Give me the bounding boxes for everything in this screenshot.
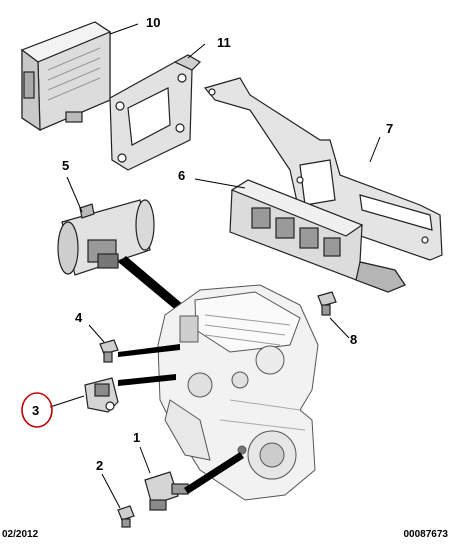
footer-reference-code: 00087673 — [403, 529, 449, 540]
part-8-bolt — [317, 291, 337, 316]
part-3-highlight-circle — [21, 392, 53, 428]
callout-6: 6 — [178, 168, 185, 183]
pointer-3 — [118, 374, 176, 386]
part-6-electronic-module — [229, 179, 406, 293]
callout-10: 10 — [146, 15, 160, 30]
callout-7: 7 — [386, 121, 393, 136]
part-10-ecu-housing — [20, 21, 112, 132]
part-3-camshaft-sensor — [84, 377, 119, 413]
callout-5: 5 — [62, 158, 69, 173]
engine-assembly — [157, 284, 319, 501]
callout-8: 8 — [350, 332, 357, 347]
part-4-screw — [99, 339, 119, 363]
pointer-1 — [184, 452, 244, 494]
callout-1: 1 — [133, 430, 140, 445]
callout-4: 4 — [75, 310, 83, 325]
footer-date: 02/2012 — [2, 529, 39, 540]
callout-2: 2 — [96, 458, 103, 473]
part-7-support-plate — [203, 77, 443, 261]
callout-3: 3 — [32, 403, 39, 418]
part-5-air-flow-meter — [57, 199, 155, 276]
part-1-crankshaft-sensor — [144, 471, 189, 511]
callout-11: 11 — [217, 35, 231, 50]
part-2-screw — [117, 505, 135, 528]
part-11-ecu-bracket — [109, 54, 201, 171]
pointer-5 — [118, 256, 185, 312]
pointer-4 — [118, 344, 180, 357]
